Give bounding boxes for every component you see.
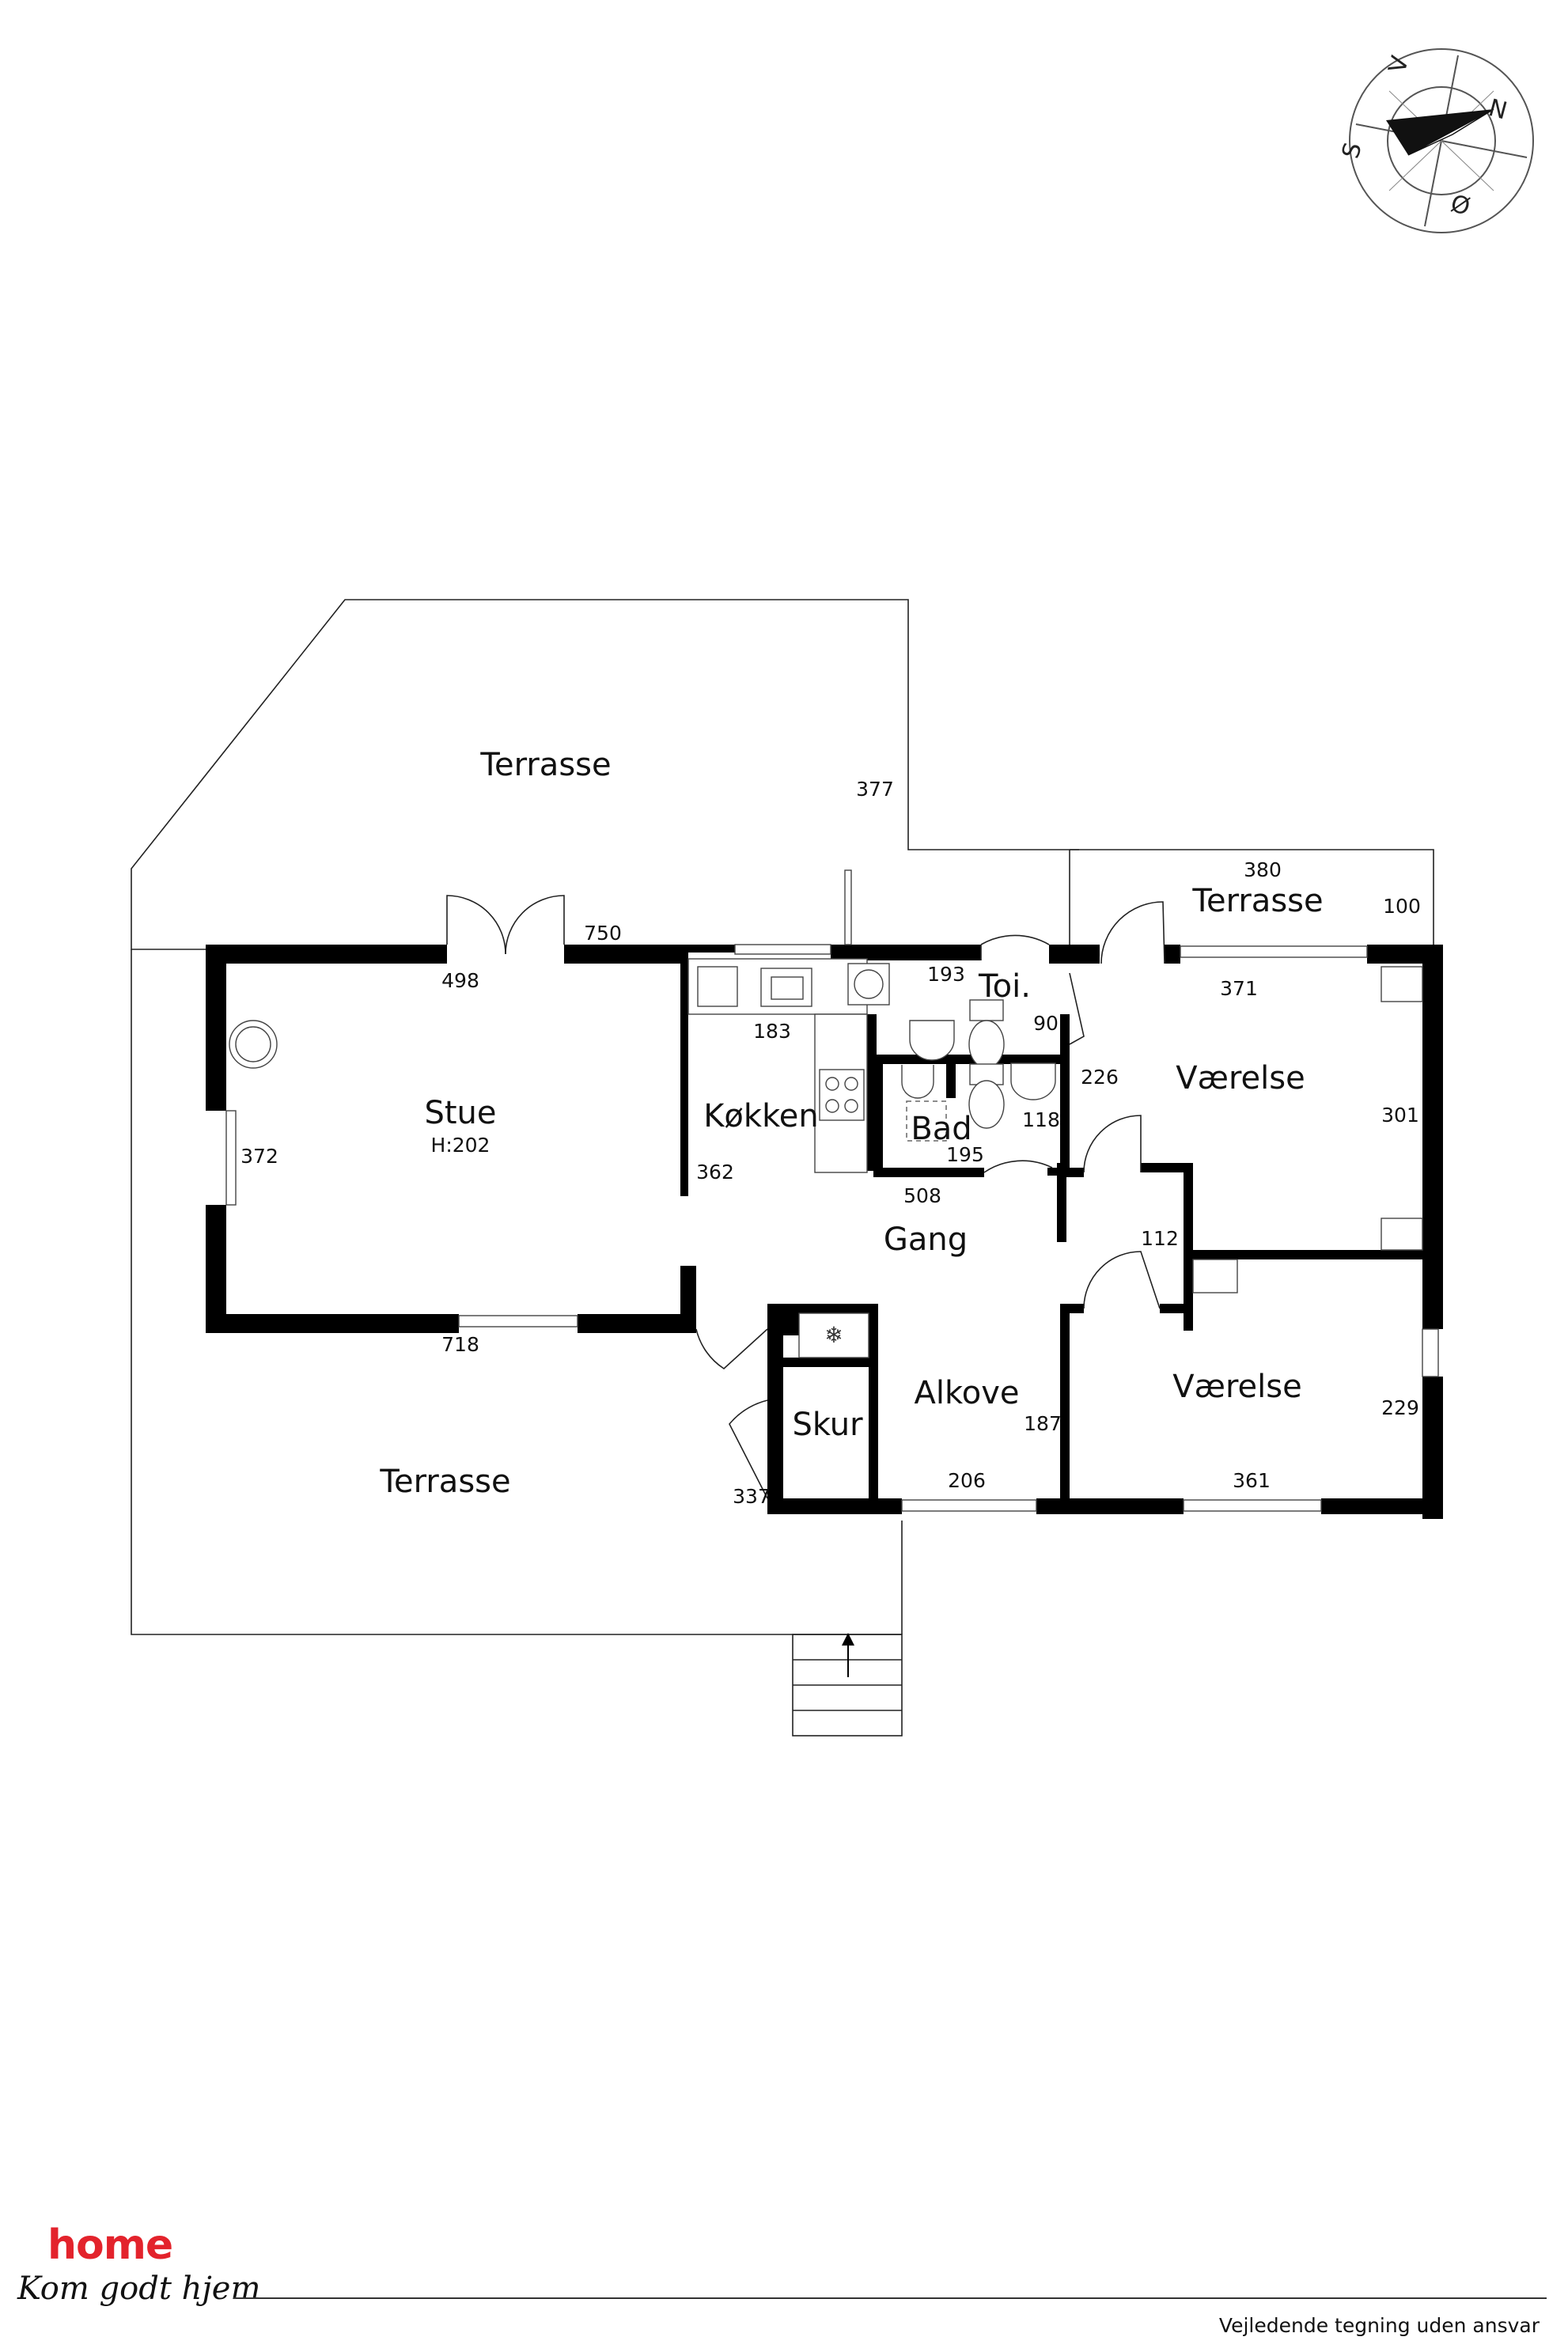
dimension-label: 226: [1081, 1066, 1119, 1089]
room-label-stue: Stue: [424, 1095, 496, 1131]
room-label-bad: Bad: [911, 1111, 971, 1147]
cooktop-icon: [819, 1069, 865, 1121]
dimension-label: 508: [903, 1184, 941, 1207]
freezer-icon: [798, 1312, 869, 1358]
dimension-label: 372: [241, 1145, 278, 1168]
dimension-label: 195: [946, 1143, 984, 1166]
bad-sink-icon: [1010, 1062, 1056, 1100]
arrow-up-icon: [842, 1633, 854, 1646]
dimension-label: 187: [1024, 1412, 1062, 1435]
brand-slogan: Kom godt hjem: [17, 2271, 261, 2307]
footer-divider: [233, 2297, 1547, 2299]
dimension-labels: 377 380 100 750 498 193 183 371 90 226 3…: [241, 778, 1421, 1508]
doors: [446, 895, 1165, 1499]
dishwasher-icon: [697, 966, 738, 1007]
dimension-label: 301: [1381, 1104, 1419, 1127]
dimension-label: 718: [441, 1333, 479, 1356]
dimension-label: 100: [1383, 895, 1421, 918]
brand-logo: home: [47, 2221, 173, 2269]
room-label-alkove: Alkove: [915, 1375, 1020, 1411]
terrace-outlines: [131, 599, 1434, 1635]
dimension-label: 750: [584, 922, 622, 945]
room-labels: Terrasse Terrasse Terrasse Stue H:202 Kø…: [379, 747, 1323, 1500]
dimension-label: 90: [1033, 1012, 1059, 1035]
dimension-label: 362: [696, 1161, 734, 1184]
compass-east-label: Ø: [1448, 190, 1473, 222]
footer-disclaimer: Vejledende tegning uden ansvar: [1218, 2314, 1540, 2337]
dimension-label: 361: [1233, 1469, 1271, 1492]
closet-icon: [1381, 966, 1423, 1002]
room-height-label: H:202: [431, 1134, 490, 1157]
room-label-terrasse-small: Terrasse: [1191, 883, 1323, 919]
room-label-vaerelse-top: Værelse: [1176, 1060, 1305, 1096]
dimension-label: 118: [1022, 1108, 1060, 1131]
compass-north-label: N: [1486, 94, 1510, 126]
toilet-icon: [968, 1020, 1005, 1069]
compass-south-label: S: [1337, 140, 1368, 161]
dimension-label: 206: [948, 1469, 986, 1492]
dimension-label: 229: [1381, 1396, 1419, 1419]
room-label-toilet: Toi.: [978, 968, 1031, 1005]
dimension-label: 183: [753, 1020, 791, 1043]
dimension-label: 193: [927, 963, 965, 986]
entrance-stairs: [792, 1633, 903, 1737]
toilet-sink-icon: [909, 1020, 955, 1061]
fixtures: ❄: [229, 958, 1423, 1358]
dimension-label: 112: [1141, 1227, 1179, 1250]
dimension-label: 377: [856, 778, 894, 801]
room-label-skur: Skur: [792, 1407, 863, 1443]
shower-icon: [906, 1100, 947, 1142]
room-label-terrasse-south: Terrasse: [379, 1464, 510, 1500]
dimension-label: 498: [441, 969, 479, 992]
dimension-label: 371: [1220, 977, 1258, 1000]
room-label-vaerelse-bottom: Værelse: [1172, 1369, 1301, 1405]
room-label-terrasse-north: Terrasse: [479, 747, 611, 783]
svg-text:❄: ❄: [824, 1322, 843, 1348]
dimension-label: 337: [733, 1485, 771, 1508]
room-label-kokken: Køkken: [703, 1098, 819, 1134]
dimension-label: 380: [1244, 858, 1282, 881]
windows: [225, 869, 1439, 1512]
compass-west-label: V: [1384, 53, 1415, 76]
compass-rose-icon: V N S Ø: [1337, 48, 1534, 233]
room-label-gang: Gang: [884, 1221, 968, 1258]
walls: [206, 945, 1443, 1519]
